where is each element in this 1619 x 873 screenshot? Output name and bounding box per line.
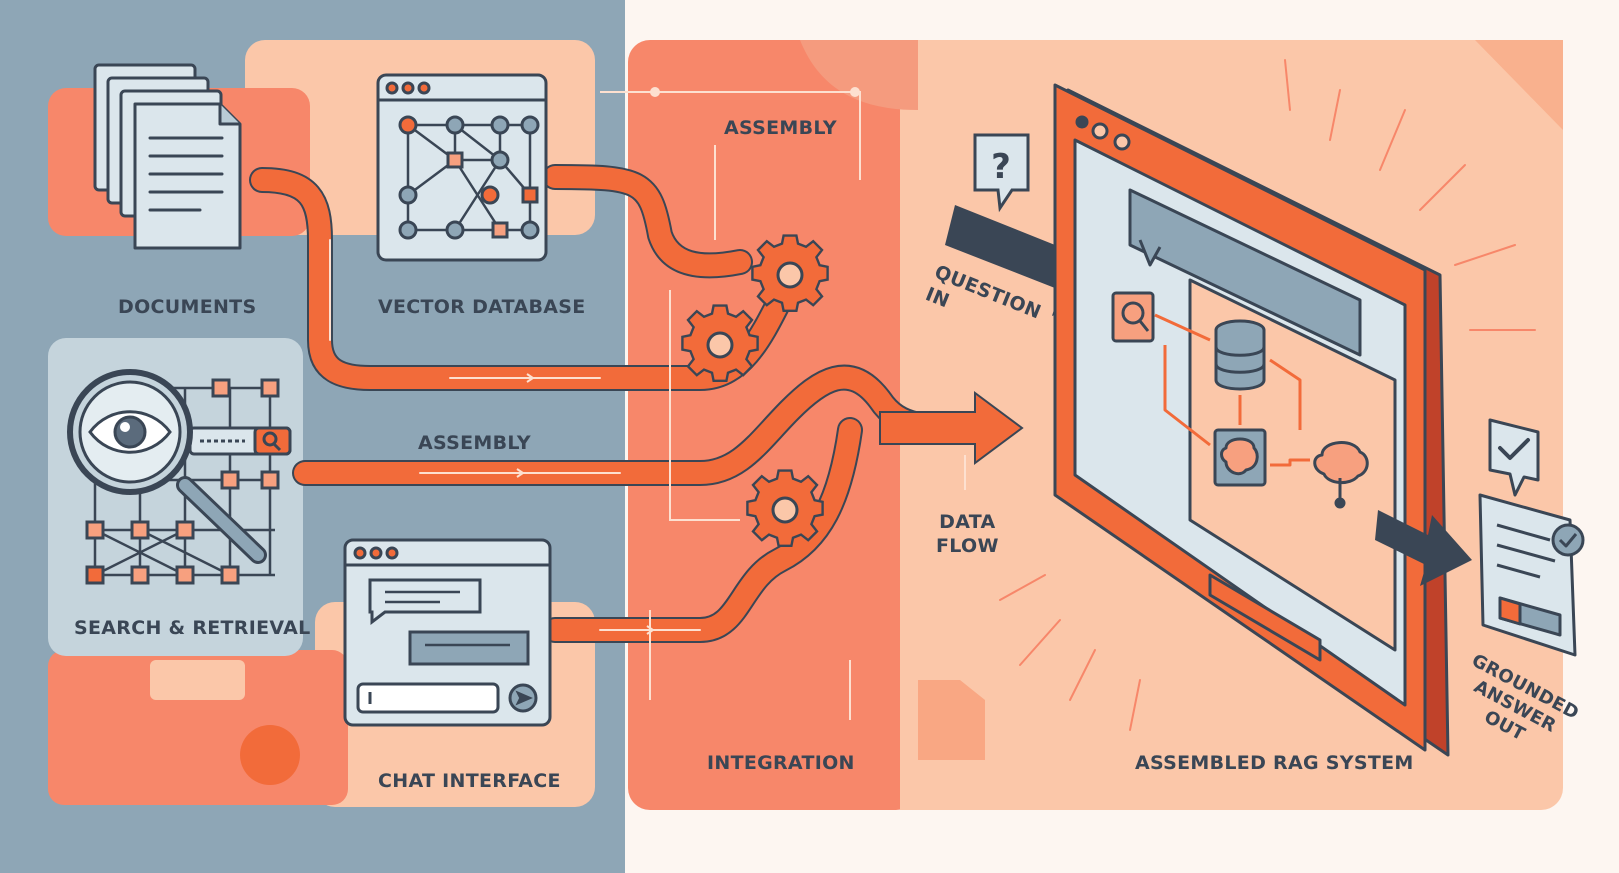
rag-system-device [1053,83,1450,757]
answer-document-icon [1478,418,1585,657]
bg-cube [918,680,985,760]
magnifier-eye-icon [67,369,292,585]
label-chat-interface: CHAT INTERFACE [378,770,561,792]
bg-bottom-left-circle [240,725,300,785]
burst-lines [999,59,1536,731]
guide-lines [600,87,966,720]
question-bubble-icon: ? [973,133,1030,213]
label-integration: INTEGRATION [707,752,855,774]
label-documents: DOCUMENTS [118,296,257,318]
svg-text:?: ? [991,147,1011,187]
label-data-flow: DATA FLOW [936,511,999,557]
answer-out-arrow [1375,510,1472,586]
bg-rag-accent [1475,40,1563,130]
label-assembled-rag-system: ASSEMBLED RAG SYSTEM [1135,752,1414,774]
flow-output-arrow [879,391,1024,465]
document-stack-icon [93,63,242,250]
flow-pipes [249,164,1003,643]
gear-icon [681,234,829,548]
label-assembly-top: ASSEMBLY [724,117,837,139]
label-vector-database: VECTOR DATABASE [378,296,586,318]
label-assembly-left: ASSEMBLY [418,432,531,454]
bg-integration-accent [800,40,918,110]
bg-bottom-left-inner [150,660,245,700]
chat-bubbles-icon [343,538,552,727]
network-graph-icon [376,73,548,262]
label-search-retrieval: SEARCH & RETRIEVAL [74,617,311,639]
